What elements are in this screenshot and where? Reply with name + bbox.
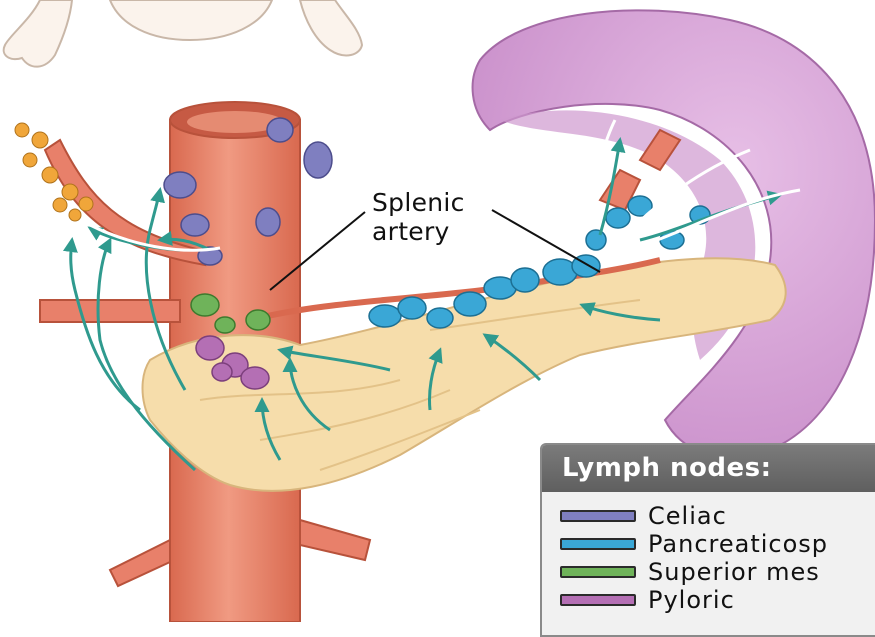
legend-label: Pyloric [648,586,735,614]
callout-line-2: artery [372,217,465,246]
legend-label: Pancreaticosp [648,530,828,558]
figure-silhouette [4,0,362,67]
legend-list: Celiac Pancreaticosp Superior mes Pylori… [542,492,875,614]
hepatic-nodes [15,123,93,221]
legend-item-pyloric: Pyloric [542,586,875,614]
splenic-artery-label: Splenic artery [372,188,465,246]
legend-label: Celiac [648,502,727,530]
legend-item-celiac: Celiac [542,502,875,530]
legend-title: Lymph nodes: [542,445,875,492]
legend-label: Superior mes [648,558,820,586]
legend-panel: Lymph nodes: Celiac Pancreaticosp Superi… [540,443,875,637]
legend-swatch [560,538,636,550]
legend-swatch [560,510,636,522]
legend-item-pancreaticosplenic: Pancreaticosp [542,530,875,558]
legend-swatch [560,566,636,578]
callout-line-1: Splenic [372,188,465,217]
legend-item-superior-mesenteric: Superior mes [542,558,875,586]
legend-swatch [560,594,636,606]
